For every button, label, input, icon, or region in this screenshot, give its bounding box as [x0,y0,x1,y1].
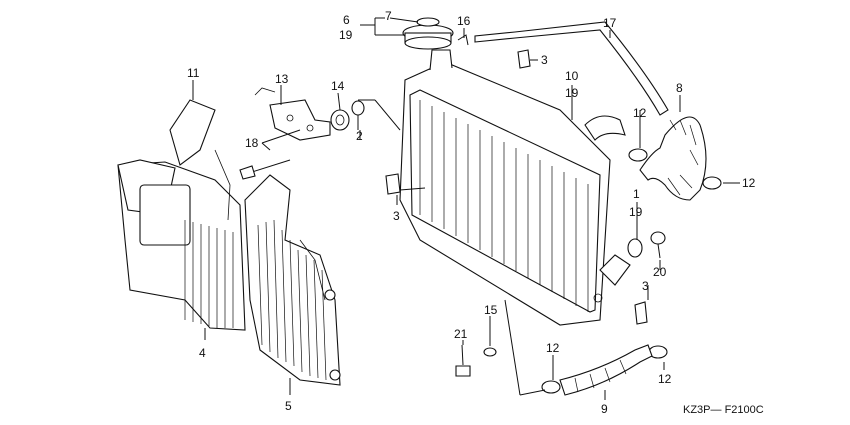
hose-clamps-part-12 [541,148,722,394]
washer-part-15 [483,347,497,357]
callout-19-radiator: 19 [565,86,579,100]
upper-hose-part-8 [639,116,707,201]
grommet-part-14 [330,109,350,131]
overflow-tube-part-17 [474,21,669,116]
clip-part-16 [457,34,469,46]
callout-18: 18 [245,136,259,150]
radiator-cap-part-6 [402,24,454,50]
callout-labels: 11 13 14 2 18 7 6 19 16 17 3 10 19 8 12 … [187,9,764,416]
callout-4: 4 [199,346,206,360]
diagram-code: KZ3P— F2100C [683,404,764,416]
callout-2: 2 [356,129,363,143]
callout-15: 15 [484,303,498,317]
callout-12-lower-left: 12 [546,341,560,355]
callout-19-lower: 19 [629,205,643,219]
callout-20: 20 [653,265,667,279]
callout-21: 21 [454,327,468,341]
radiator-grille-part-5 [244,174,341,386]
callout-16: 16 [457,14,471,28]
callout-12-upper-right: 12 [742,176,756,190]
bolt-part-21 [455,344,471,377]
callout-1: 1 [633,187,640,201]
leader-lines [192,17,740,400]
callout-10: 10 [565,69,579,83]
callout-6: 6 [343,13,350,27]
callout-8: 8 [676,81,683,95]
callout-19-cap: 19 [339,28,353,42]
radiator-shroud-part-4 [117,99,246,331]
callout-3-right: 3 [642,279,649,293]
cap-seal-part-7 [416,17,440,27]
callout-5: 5 [285,399,292,413]
callout-11: 11 [187,66,200,80]
callout-17: 17 [603,16,617,30]
bracket-part-13 [254,87,331,141]
collar-part-20 [650,231,666,259]
callout-12-lower-right: 12 [658,372,672,386]
callout-3-top: 3 [541,53,548,67]
callout-9: 9 [601,402,608,416]
clips-part-3 [385,49,648,325]
callout-13: 13 [275,72,289,86]
callout-3-left: 3 [393,209,400,223]
callout-14: 14 [331,79,345,93]
collar-part-2 [351,100,365,130]
callout-7: 7 [385,9,392,23]
grommet-part-19 [627,238,643,258]
radiator-part-10 [399,49,631,326]
lower-hose-part-9 [559,344,653,396]
callout-12-upper-left: 12 [633,106,647,120]
bolt-part-18 [239,159,291,180]
